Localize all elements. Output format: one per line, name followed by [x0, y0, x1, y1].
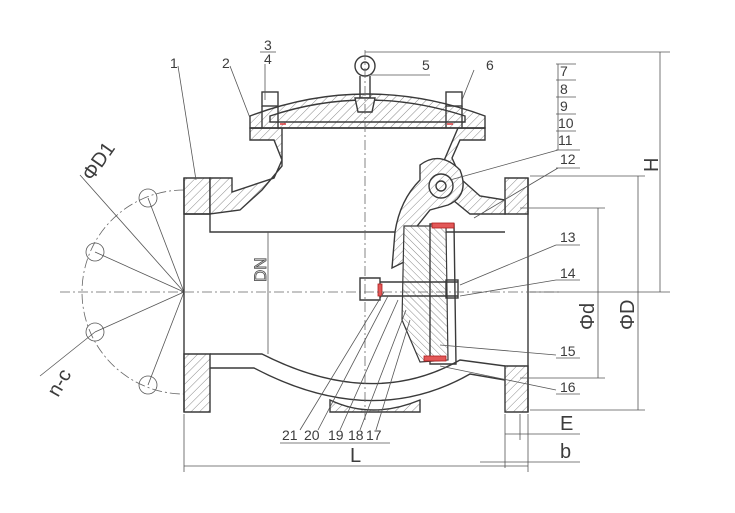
dimension-labels: ΦD1 n-c DN Φd ΦD H L E b [43, 138, 663, 467]
dim-raised-face: E [560, 413, 573, 435]
part-4: 4 [264, 51, 272, 67]
part-8: 8 [560, 81, 568, 97]
part-15: 15 [560, 343, 576, 359]
leader-lines [177, 64, 559, 431]
center-lines [184, 50, 560, 420]
dim-flange-od: ΦD [617, 300, 639, 330]
part-19: 19 [328, 427, 344, 443]
flange-bolt-circle [39, 174, 185, 395]
part-12: 12 [560, 151, 576, 167]
part-3: 3 [264, 37, 272, 53]
part-17: 17 [366, 427, 382, 443]
part-13: 13 [560, 229, 576, 245]
dim-pcd: ΦD1 [78, 138, 120, 185]
part-20: 20 [304, 427, 320, 443]
part-7: 7 [560, 63, 568, 79]
part-6: 6 [486, 57, 494, 73]
part-5: 5 [422, 57, 430, 73]
disc-assembly [359, 157, 464, 365]
part-2: 2 [222, 55, 230, 71]
part-21: 21 [282, 427, 298, 443]
dim-bore: Φd [577, 303, 599, 330]
valve-body [183, 55, 529, 413]
part-14: 14 [560, 265, 576, 281]
dim-dn: DN [251, 257, 270, 282]
part-18: 18 [348, 427, 364, 443]
part-16: 16 [560, 379, 576, 395]
part-1: 1 [170, 55, 178, 71]
dimension-lines [183, 51, 670, 472]
dim-bolt-holes: n-c [43, 365, 76, 400]
part-number-labels: 1 2 3 4 5 6 7 8 9 10 11 12 13 14 15 16 2… [170, 37, 580, 444]
dim-height: H [641, 158, 663, 172]
dim-length: L [350, 445, 361, 467]
part-11: 11 [558, 132, 573, 148]
dim-flange-thickness: b [560, 441, 571, 463]
part-10: 10 [558, 115, 574, 131]
bolt-holes [85, 188, 158, 395]
part-9: 9 [560, 98, 568, 114]
